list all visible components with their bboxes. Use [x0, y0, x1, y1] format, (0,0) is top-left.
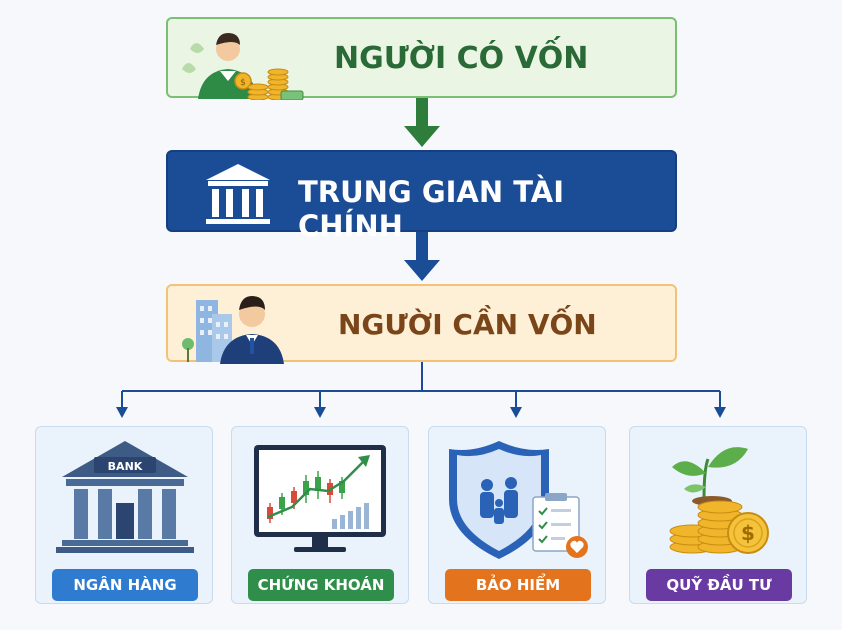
- insurance-shield-family-icon: [449, 441, 588, 559]
- channel-label-securities: CHỨNG KHOÁN: [248, 569, 394, 601]
- plant-coins-icon: $: [669, 447, 769, 554]
- channel-label-insurance: BẢO HIỂM: [445, 569, 591, 601]
- borrower-node: NGƯỜI CẦN VỐN: [166, 284, 677, 364]
- bank-icon: BANK: [56, 441, 194, 553]
- arrow-intermediary-to-borrower: [404, 232, 440, 281]
- channel-card-investment-fund: $ QUỸ ĐẦU TƯ: [629, 426, 807, 604]
- arrow-lender-to-intermediary: [404, 98, 440, 147]
- lender-node: $ NGƯỜI CÓ VỐN: [166, 17, 677, 100]
- lender-label: NGƯỜI CÓ VỐN: [334, 41, 589, 76]
- channel-card-bank: BANK NGÂN HÀNG: [35, 426, 213, 604]
- branch-connector: [116, 362, 726, 418]
- svg-text:$: $: [741, 521, 755, 545]
- channel-card-insurance: BẢO HIỂM: [428, 426, 606, 604]
- borrower-label: NGƯỜI CẦN VỐN: [338, 308, 597, 341]
- svg-text:$: $: [240, 78, 246, 88]
- intermediary-node: TRUNG GIAN TÀI CHÍNH: [166, 150, 677, 243]
- intermediary-label: TRUNG GIAN TÀI CHÍNH: [298, 175, 564, 243]
- channel-label-bank: NGÂN HÀNG: [52, 569, 198, 601]
- businessman-with-coins-icon: $: [182, 33, 304, 100]
- channel-label-investment-fund: QUỸ ĐẦU TƯ: [646, 569, 792, 601]
- businessman-with-buildings-icon: [182, 296, 284, 364]
- channel-card-securities: CHỨNG KHOÁN: [231, 426, 409, 604]
- bank-sign-text: BANK: [108, 460, 143, 473]
- bank-building-icon: [206, 164, 270, 224]
- stock-chart-monitor-icon: [254, 445, 386, 552]
